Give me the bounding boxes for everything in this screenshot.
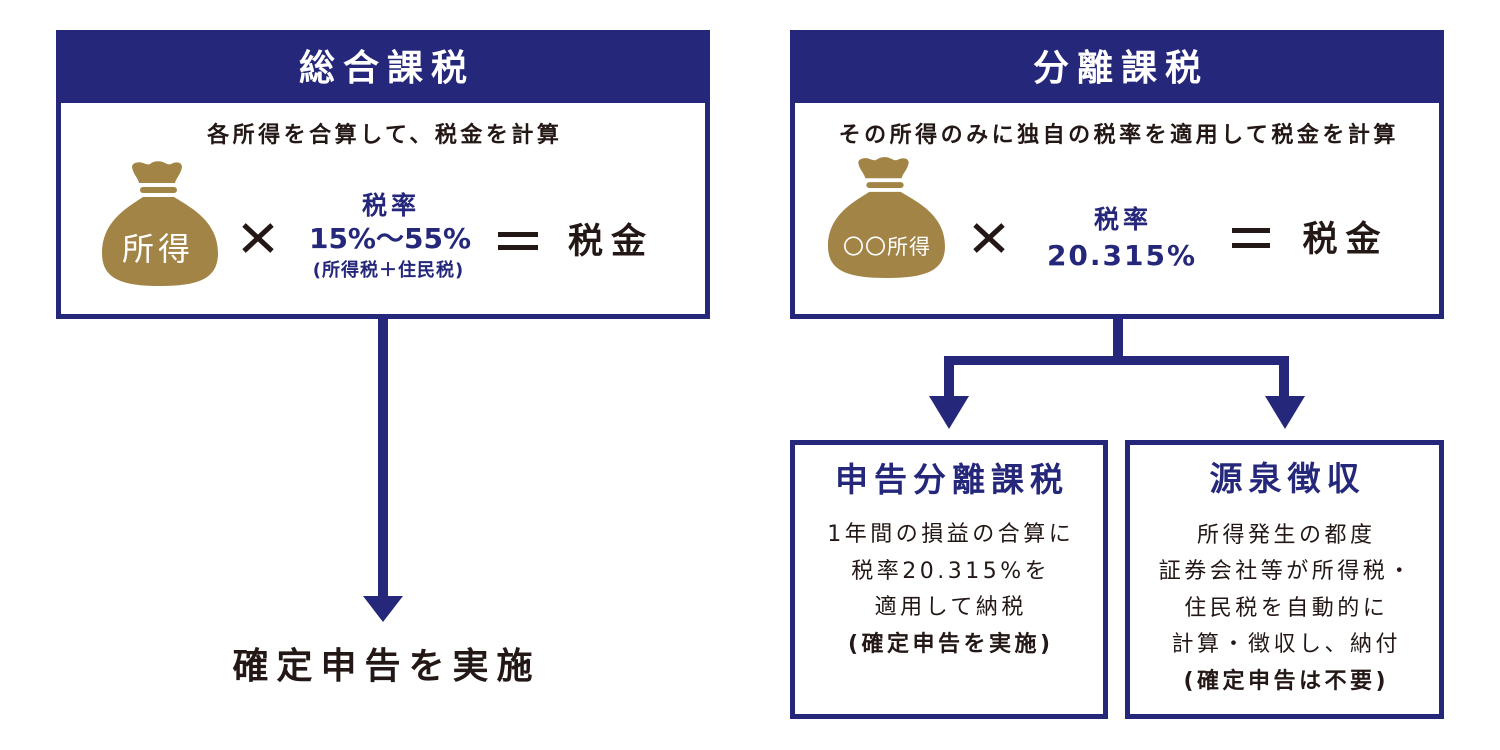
- branch-note: (確定申告を実施): [847, 631, 1054, 657]
- branch-line: 1年間の損益の合算に: [827, 522, 1075, 547]
- tax-rate-note: (所得税＋住民税): [312, 260, 465, 281]
- branch-description: 1年間の損益の合算に 税率20.315%を 適用して納税 (確定申告を実施): [795, 517, 1103, 663]
- equals-bar-top: [498, 232, 538, 237]
- branch-description: 所得発生の都度 証券会社等が所得税・ 住民税を自動的に 計算・徴収し、納付 (確…: [1130, 518, 1439, 701]
- tax-result: 税金: [567, 221, 654, 262]
- arrow-down-icon-stem: [378, 319, 388, 597]
- branch-line: 住民税を自動的に: [1184, 595, 1389, 621]
- branch-arrow-crossbar: [944, 356, 1289, 365]
- panel-header: 総合課税: [61, 35, 705, 103]
- branch-title: 申告分離課税: [835, 460, 1069, 499]
- withholding-tax-box: 源泉徴収 所得発生の都度 証券会社等が所得税・ 住民税を自動的に 計算・徴収し、…: [1125, 440, 1444, 719]
- branch-title: 源泉徴収: [1209, 459, 1366, 498]
- tax-result: 税金: [1302, 219, 1389, 260]
- tax-rate-value: 15%〜55%: [308, 221, 472, 255]
- branch-line: 証券会社等が所得税・: [1158, 559, 1414, 584]
- equals-bar-bottom: [498, 245, 538, 250]
- multiply-icon: [973, 223, 1005, 253]
- branch-arrow-right-drop: [1279, 356, 1289, 397]
- branch-arrow-stem: [1113, 319, 1123, 365]
- money-bag-shape: [102, 161, 218, 286]
- panel-header: 分離課税: [795, 35, 1439, 103]
- equals-bar-top: [1232, 228, 1270, 233]
- branch-arrow-left-drop: [944, 356, 954, 397]
- tax-rate-label: 税率: [361, 190, 420, 220]
- separate-taxation-panel: 分離課税 その所得のみに独自の税率を適用して税金を計算 〇〇所得 税率 20.3…: [790, 30, 1444, 319]
- self-assessed-separate-taxation-box: 申告分離課税 1年間の損益の合算に 税率20.315%を 適用して納税 (確定申…: [790, 440, 1108, 719]
- branch-line: 税率20.315%を: [851, 558, 1051, 584]
- arrow-down-icon: [929, 396, 969, 429]
- comprehensive-outcome: 確定申告を実施: [232, 645, 541, 687]
- arrow-down-icon: [1265, 396, 1305, 429]
- branch-line: 所得発生の都度: [1196, 522, 1376, 548]
- arrow-down-icon: [363, 596, 403, 622]
- panel-title: 分離課税: [1032, 48, 1209, 89]
- tax-rate-label: 税率: [1093, 204, 1152, 234]
- branch-line: 適用して納税: [874, 595, 1027, 620]
- comprehensive-taxation-panel: 総合課税 各所得を合算して、税金を計算 所得 税率 15%〜55% (所得税＋住…: [56, 30, 710, 319]
- income-label: 〇〇所得: [843, 235, 931, 259]
- money-bag-icon: 〇〇所得: [828, 157, 945, 278]
- money-bag-icon: 所得: [102, 161, 218, 286]
- panel-title: 総合課税: [298, 48, 475, 89]
- money-bag-shape: [828, 157, 945, 278]
- equals-bar-bottom: [1232, 243, 1270, 248]
- tax-rate-value: 20.315%: [1046, 238, 1198, 272]
- income-label: 所得: [121, 230, 194, 268]
- branch-note: (確定申告は不要): [1183, 668, 1390, 694]
- panel-description: 各所得を合算して、税金を計算: [207, 123, 563, 148]
- panel-description: その所得のみに独自の税率を適用して税金を計算: [838, 123, 1399, 148]
- multiply-icon: [242, 223, 274, 253]
- branch-line: 計算・徴収し、納付: [1171, 632, 1401, 657]
